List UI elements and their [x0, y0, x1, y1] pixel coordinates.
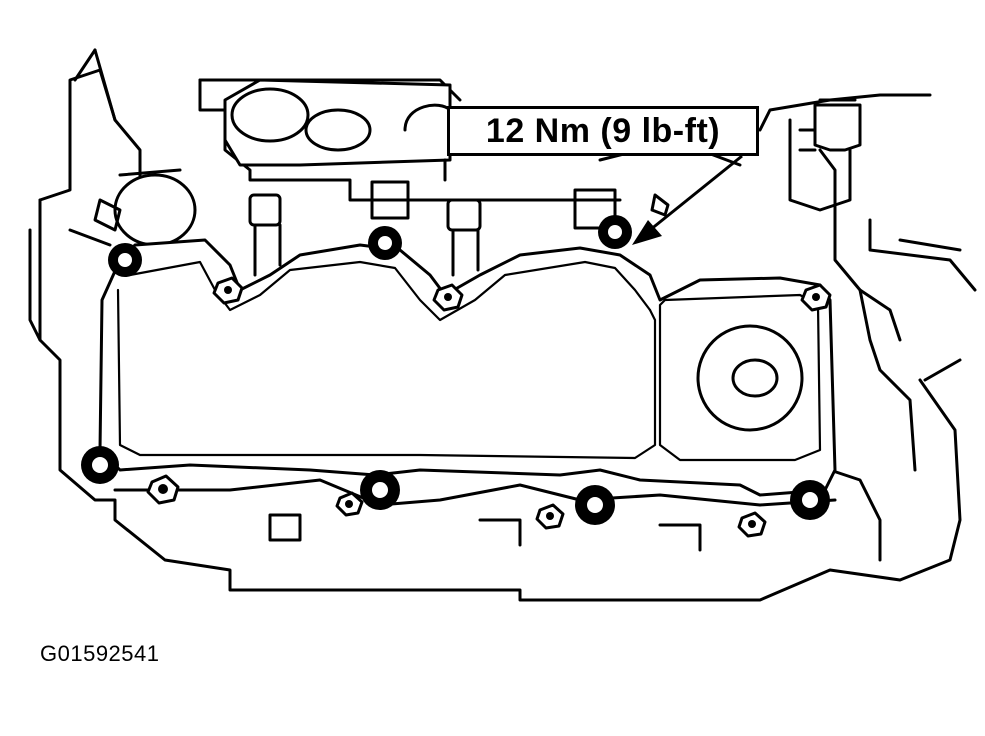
torque-callout: 12 Nm (9 lb-ft): [447, 106, 759, 156]
small-fasteners: [146, 276, 832, 538]
lower-gasket-rail: [113, 478, 837, 552]
callout-leader-arrow: [632, 154, 743, 245]
bolt-icon: [81, 446, 119, 484]
nut-icon: [535, 503, 565, 530]
nut-icon: [212, 276, 244, 305]
bolt-icon: [575, 485, 615, 525]
bolt-icon: [108, 243, 142, 277]
nut-icon: [335, 491, 364, 517]
engine-block-outline: [28, 48, 977, 602]
nut-icon: [432, 283, 464, 312]
bolt-icon: [360, 470, 400, 510]
bolt-icon: [598, 215, 632, 249]
nut-icon: [146, 474, 180, 505]
nut-icon: [737, 511, 767, 538]
nut-icon: [800, 283, 832, 312]
right-side-fitting: [798, 98, 862, 152]
bolt-icon: [790, 480, 830, 520]
figure-id-label: G01592541: [40, 641, 160, 666]
torque-spec-label: 12 Nm (9 lb-ft): [485, 111, 721, 150]
left-hose: [68, 168, 197, 247]
bolt-icon: [368, 226, 402, 260]
injector-tubes: [248, 180, 670, 277]
valve-cover: [98, 238, 837, 497]
cover-bolts: [81, 215, 830, 525]
